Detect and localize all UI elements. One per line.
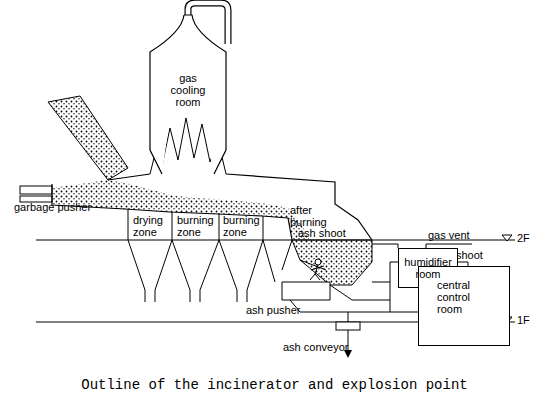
- part-label: shoot: [456, 249, 496, 261]
- part-label: ash conveyor: [283, 341, 368, 353]
- ash-channel: [330, 285, 390, 300]
- ash-pusher-body: [282, 282, 330, 300]
- level-mark: [502, 235, 512, 241]
- worker-body: [310, 265, 324, 280]
- part-label: after burning: [290, 204, 334, 228]
- garbage-hopper: [48, 96, 128, 180]
- ash-channel: [290, 282, 390, 312]
- part-label: burning zone: [223, 214, 261, 238]
- node-text: central control room: [437, 279, 493, 315]
- ash-shoot-plate: [300, 260, 326, 270]
- part-label: ash pusher: [246, 304, 316, 316]
- siftings-hopper: [128, 240, 292, 302]
- diagram-caption: Outline of the incinerator and explosion…: [0, 377, 549, 393]
- ash-conveyor-box: [336, 322, 360, 330]
- part-label: gas vent: [428, 229, 488, 241]
- ash-shoot: [292, 240, 372, 285]
- part-label: garbage pusher: [14, 201, 109, 213]
- part-label: drying zone: [133, 214, 171, 238]
- cooling-tower: gas cooling room: [148, 14, 228, 174]
- tower-outline-path: [150, 15, 226, 174]
- worker-figure: [310, 259, 324, 280]
- node-text: humidifier room: [401, 256, 455, 280]
- part-label: burning zone: [177, 214, 215, 238]
- zone-divider: [128, 209, 263, 240]
- garbage-pusher-ram: [20, 186, 52, 194]
- worker-head: [315, 259, 321, 265]
- part-label: 2F: [517, 232, 542, 244]
- part-label: ash shoot: [298, 227, 368, 239]
- part-label: 1F: [517, 314, 542, 326]
- node-text: gas cooling room: [164, 72, 212, 108]
